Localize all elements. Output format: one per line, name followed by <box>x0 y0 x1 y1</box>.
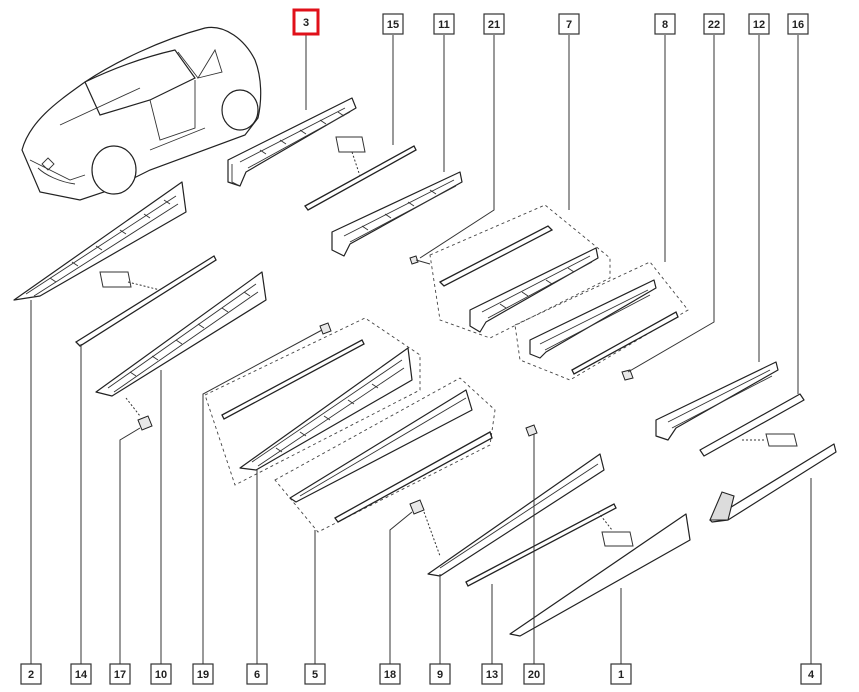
part-15-strip <box>304 136 417 211</box>
callout-20[interactable]: 20 <box>523 663 545 685</box>
callout-15-text: 15 <box>387 19 399 31</box>
callout-2-text: 2 <box>28 669 34 681</box>
tape-label-13 <box>601 531 634 547</box>
callout-12-text: 12 <box>753 19 765 31</box>
callout-2[interactable]: 2 <box>20 663 42 685</box>
callout-1[interactable]: 1 <box>610 663 632 685</box>
part-2-trim <box>13 181 187 301</box>
part-21-screw <box>409 255 431 265</box>
callout-10-text: 10 <box>155 669 167 681</box>
part-6-assembly <box>221 339 413 471</box>
callout-4-text: 4 <box>808 669 815 681</box>
group-outlines <box>204 204 689 533</box>
callout-16-text: 16 <box>792 19 804 31</box>
part-9-trim <box>427 453 605 577</box>
part-10-trim <box>95 271 267 397</box>
part-4-trim <box>709 443 837 523</box>
part-19-clip <box>319 322 332 335</box>
callout-20-text: 20 <box>528 669 540 681</box>
callout-9[interactable]: 9 <box>429 663 451 685</box>
callout-5-text: 5 <box>312 669 318 681</box>
callout-22[interactable]: 22 <box>703 13 725 35</box>
callout-17-text: 17 <box>114 669 126 681</box>
car-illustration <box>21 26 262 201</box>
callout-16[interactable]: 16 <box>787 13 809 35</box>
callout-11-text: 11 <box>438 19 450 31</box>
callout-18-text: 18 <box>384 669 396 681</box>
callout-15[interactable]: 15 <box>382 13 404 35</box>
callout-13-text: 13 <box>486 669 498 681</box>
callout-4[interactable]: 4 <box>800 663 822 685</box>
tape-label-14 <box>99 271 132 288</box>
part-18-clip <box>409 499 441 557</box>
part-3-trim <box>227 97 357 187</box>
callout-18[interactable]: 18 <box>379 663 401 685</box>
callout-10[interactable]: 10 <box>150 663 172 685</box>
callout-22-text: 22 <box>708 19 720 31</box>
callout-1-text: 1 <box>618 669 624 681</box>
group-outline-5 <box>274 377 496 533</box>
callout-8[interactable]: 8 <box>654 13 676 35</box>
part-7-assembly <box>438 225 599 333</box>
part-16-strip <box>699 393 805 457</box>
callout-14-text: 14 <box>75 669 88 681</box>
callout-6-text: 6 <box>254 669 260 681</box>
callout-21[interactable]: 21 <box>483 13 505 35</box>
callout-19-text: 19 <box>197 669 209 681</box>
callout-6[interactable]: 6 <box>246 663 268 685</box>
callout-14[interactable]: 14 <box>70 663 92 685</box>
part-1-trim <box>509 513 691 637</box>
tape-label-15 <box>335 136 366 153</box>
callout-7-text: 7 <box>566 19 572 31</box>
group-outline-6 <box>204 317 421 486</box>
part-13-strip <box>465 503 634 587</box>
part-20-screw <box>525 424 538 437</box>
callout-21-text: 21 <box>488 19 500 31</box>
group-outline-8 <box>514 261 689 381</box>
part-12-trim <box>655 361 779 441</box>
callout-17[interactable]: 17 <box>109 663 131 685</box>
callout-8-text: 8 <box>662 19 668 31</box>
group-outline-7 <box>429 204 611 339</box>
leader-lines <box>30 35 812 664</box>
part-11-trim <box>331 171 463 257</box>
callout-5[interactable]: 5 <box>304 663 326 685</box>
callout-3[interactable]: 3 <box>292 8 320 36</box>
part-5-assembly <box>289 389 493 523</box>
callout-3-text: 3 <box>303 17 309 29</box>
part-17-clip <box>125 397 153 431</box>
part-14-strip <box>74 255 217 347</box>
callout-13[interactable]: 13 <box>481 663 503 685</box>
tape-label-16 <box>765 433 798 447</box>
part-8-assembly <box>529 279 679 375</box>
callout-19[interactable]: 19 <box>192 663 214 685</box>
part-22-screw <box>621 369 634 381</box>
callout-9-text: 9 <box>437 669 443 681</box>
callout-11[interactable]: 11 <box>433 13 455 35</box>
callout-7[interactable]: 7 <box>558 13 580 35</box>
callout-12[interactable]: 12 <box>748 13 770 35</box>
